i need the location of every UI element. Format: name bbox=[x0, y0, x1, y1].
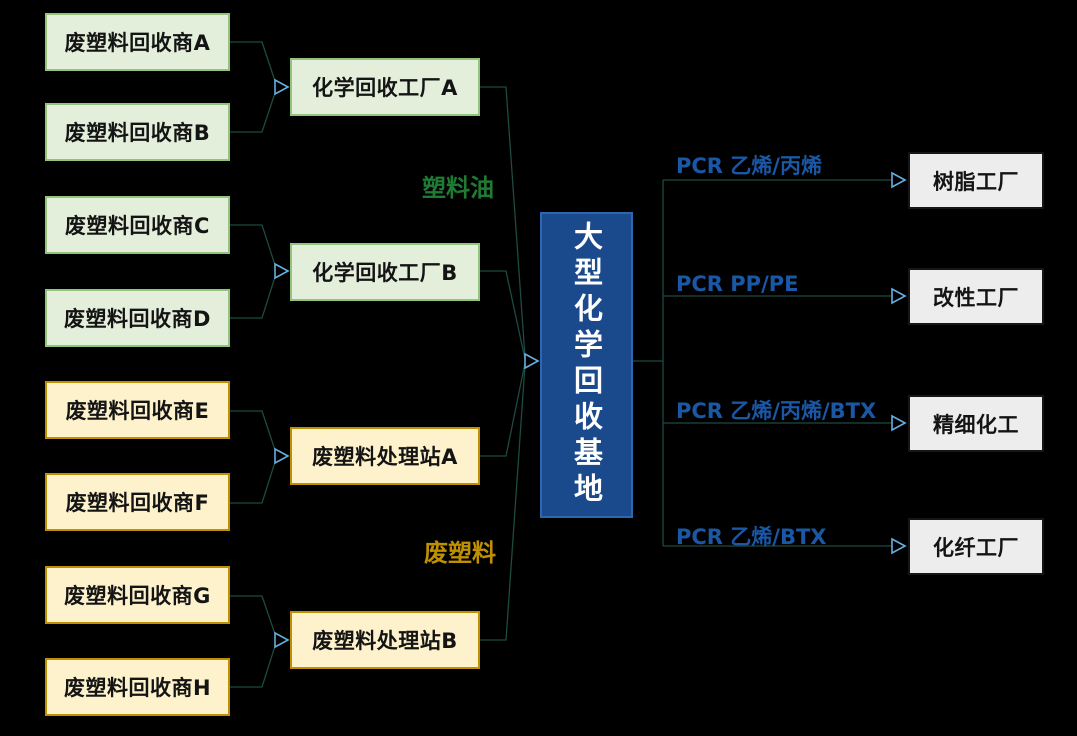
supplier-h-label: 废塑料回收商H bbox=[63, 676, 212, 700]
treatment-station-b-label: 废塑料处理站B bbox=[312, 629, 458, 653]
chemical-factory-a-box: 化学回收工厂A bbox=[290, 58, 480, 116]
treatment-station-a-box: 废塑料处理站A bbox=[290, 427, 480, 485]
supplier-b-label: 废塑料回收商B bbox=[64, 121, 211, 145]
supplier-f-box: 废塑料回收商F bbox=[45, 473, 230, 531]
chemical-factory-b-label: 化学回收工厂B bbox=[312, 261, 458, 285]
recycling-base-label: 大型化学回收基地 bbox=[569, 221, 604, 509]
fiber-factory-box: 化纤工厂 bbox=[908, 518, 1044, 575]
supplier-g-box: 废塑料回收商G bbox=[45, 566, 230, 624]
pcr-ethylene-propylene-btx-label: PCR 乙烯/丙烯/BTX bbox=[676, 399, 877, 423]
supplier-c-label: 废塑料回收商C bbox=[65, 214, 210, 238]
modification-factory-label: 改性工厂 bbox=[933, 285, 1019, 310]
fine-chemicals-box: 精细化工 bbox=[908, 395, 1044, 452]
supplier-e-box: 废塑料回收商E bbox=[45, 381, 230, 439]
supplier-g-label: 废塑料回收商G bbox=[64, 584, 211, 608]
pcr-ethylene-propylene-label: PCR 乙烯/丙烯 bbox=[676, 154, 822, 178]
supplier-e-label: 废塑料回收商E bbox=[65, 399, 210, 423]
supplier-h-box: 废塑料回收商H bbox=[45, 658, 230, 716]
arrowhead-icon bbox=[274, 78, 907, 649]
fiber-factory-label: 化纤工厂 bbox=[933, 535, 1019, 560]
supplier-d-label: 废塑料回收商D bbox=[64, 307, 211, 331]
pcr-ethylene-btx-label: PCR 乙烯/BTX bbox=[676, 525, 827, 549]
modification-factory-box: 改性工厂 bbox=[908, 268, 1044, 325]
waste-plastic-label: 废塑料 bbox=[424, 539, 496, 567]
supplier-a-box: 废塑料回收商A bbox=[45, 13, 230, 71]
supplier-f-label: 废塑料回收商F bbox=[65, 491, 210, 515]
chemical-factory-b-box: 化学回收工厂B bbox=[290, 243, 480, 301]
supplier-c-box: 废塑料回收商C bbox=[45, 196, 230, 254]
supplier-d-box: 废塑料回收商D bbox=[45, 289, 230, 347]
pcr-pp-pe-label: PCR PP/PE bbox=[676, 272, 799, 296]
supplier-a-label: 废塑料回收商A bbox=[64, 31, 211, 55]
recycling-base-box: 大型化学回收基地 bbox=[540, 212, 633, 518]
fine-chemicals-label: 精细化工 bbox=[933, 412, 1019, 437]
resin-factory-label: 树脂工厂 bbox=[933, 169, 1019, 194]
treatment-station-a-label: 废塑料处理站A bbox=[312, 445, 458, 469]
resin-factory-box: 树脂工厂 bbox=[908, 152, 1044, 209]
plastic-oil-label: 塑料油 bbox=[422, 174, 494, 202]
chemical-factory-a-label: 化学回收工厂A bbox=[312, 76, 458, 100]
treatment-station-b-box: 废塑料处理站B bbox=[290, 611, 480, 669]
supplier-b-box: 废塑料回收商B bbox=[45, 103, 230, 161]
